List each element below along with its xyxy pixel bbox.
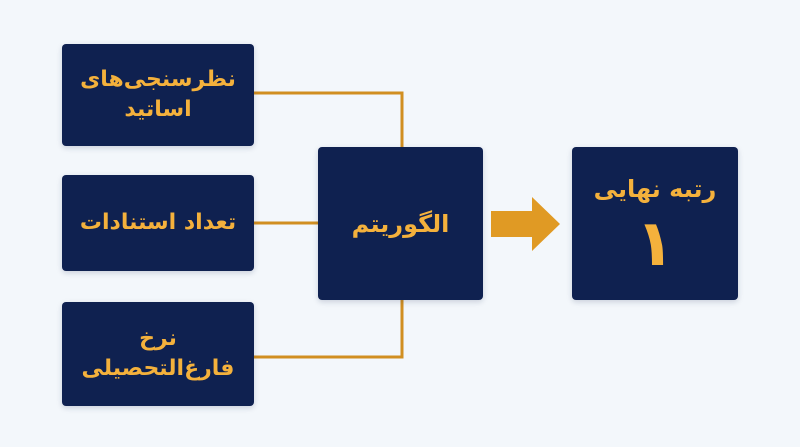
input-label-line: تعداد استنادات (79, 210, 237, 235)
final-rank-label: رتبه نهایی (593, 175, 717, 203)
input-box-faculty-surveys: نظرسنجی‌های اساتید (62, 44, 254, 146)
input-box-graduation-rate: نرخ فارغ‌التحصیلی (62, 302, 254, 406)
input-label-line: اساتید (124, 97, 192, 122)
algorithm-label: الگوریتم (351, 209, 450, 238)
final-rank-box: رتبه نهایی ۱ (572, 147, 738, 300)
input-label-line: نرخ (139, 326, 177, 351)
algorithm-box: الگوریتم (318, 147, 483, 300)
arrow-right-icon (491, 197, 560, 251)
input-box-citations: تعداد استنادات (62, 175, 254, 271)
connector-grad (254, 300, 404, 359)
connector-survey (254, 91, 404, 147)
input-label-line: فارغ‌التحصیلی (81, 356, 235, 381)
input-label-line: نظرسنجی‌های (80, 67, 236, 92)
final-rank-value: ۱ (635, 207, 675, 281)
